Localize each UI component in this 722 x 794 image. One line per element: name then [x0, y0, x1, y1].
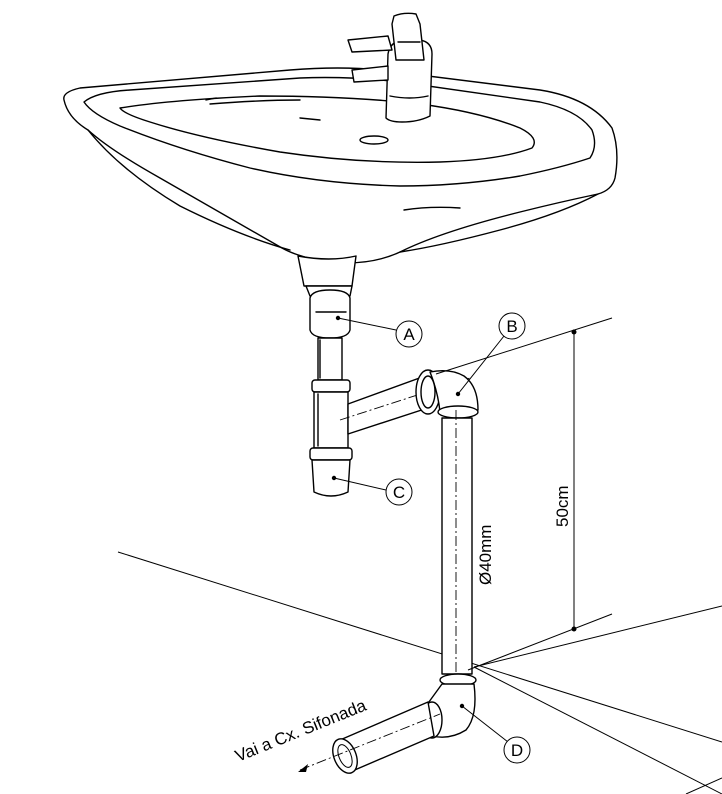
vertical-pipe	[441, 410, 473, 690]
callout-c: C	[331, 475, 413, 506]
basin-drain	[297, 255, 357, 381]
label-b: B	[506, 317, 517, 336]
label-c: C	[393, 483, 405, 502]
diameter-label: Ø40mm	[476, 525, 495, 585]
faucet	[347, 12, 433, 123]
floor-lines	[117, 551, 722, 794]
callout-a: A	[335, 315, 423, 348]
callout-d: D	[459, 703, 531, 764]
bottle-trap	[309, 379, 353, 497]
washbasin	[63, 67, 618, 264]
height-dimension-label: 50cm	[553, 485, 572, 527]
elbow-b	[415, 369, 479, 419]
dimension-line	[435, 317, 613, 671]
label-d: D	[511, 741, 523, 760]
outlet-pipe	[298, 701, 441, 774]
callout-b: B	[455, 312, 526, 397]
label-a: A	[403, 325, 415, 344]
